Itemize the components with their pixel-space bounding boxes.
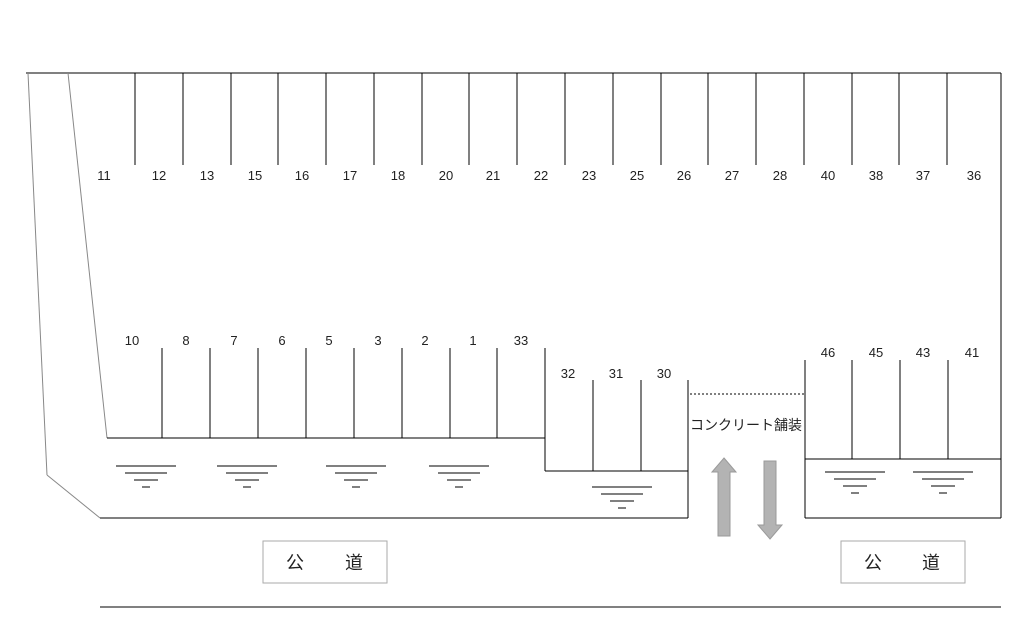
road-label-right: 公 道: [840, 540, 966, 584]
stall-number-middle: 32: [561, 366, 575, 381]
stall-number-top: 12: [152, 168, 166, 183]
road-label-left-char1: 公: [286, 553, 306, 574]
stall-number-bottom-left: 33: [514, 333, 528, 348]
drain-symbols: [116, 465, 973, 509]
stall-number-top: 21: [486, 168, 500, 183]
stall-number-top: 38: [869, 168, 883, 183]
paving-label: コンクリート舗装: [690, 418, 802, 434]
stall-number-top: 28: [773, 168, 787, 183]
stall-number-top: 20: [439, 168, 453, 183]
stall-number-top: 13: [200, 168, 214, 183]
stall-number-top: 40: [821, 168, 835, 183]
road-label-right-box: [840, 540, 966, 584]
road-label-left: 公 道: [262, 540, 388, 584]
stall-number-bottom-left: 3: [374, 333, 381, 348]
stall-number-top: 37: [916, 168, 930, 183]
stall-number-top: 15: [248, 168, 262, 183]
road-label-right-char2: 道: [922, 553, 942, 574]
left-inner-boundary: [67, 72, 108, 439]
stall-number-bottom-right: 46: [821, 345, 835, 360]
stall-number-top: 18: [391, 168, 405, 183]
stall-number-top: 23: [582, 168, 596, 183]
stall-number-middle: 31: [609, 366, 623, 381]
road-label-right-char1: 公: [864, 553, 884, 574]
stall-number-bottom-right: 41: [965, 345, 979, 360]
stall-number-bottom-left: 7: [230, 333, 237, 348]
arrow-up-icon: [710, 457, 738, 537]
stall-number-bottom-left: 5: [325, 333, 332, 348]
stall-number-bottom-right: 43: [916, 345, 930, 360]
stall-number-bottom-left: 1: [469, 333, 476, 348]
stall-number-bottom-right: 45: [869, 345, 883, 360]
stall-number-top: 25: [630, 168, 644, 183]
road-label-left-char2: 道: [345, 553, 365, 574]
stall-dividers: [134, 73, 949, 471]
stall-number-top: 22: [534, 168, 548, 183]
stall-number-bottom-left: 6: [278, 333, 285, 348]
road-label-left-box: [262, 540, 388, 584]
stall-number-top: 11: [97, 168, 111, 183]
left-outer-boundary: [27, 72, 48, 476]
stall-number-top: 26: [677, 168, 691, 183]
left-corner-diagonal: [46, 474, 101, 519]
stall-number-top: 17: [343, 168, 357, 183]
stall-number-bottom-left: 10: [125, 333, 139, 348]
stall-number-top: 36: [967, 168, 981, 183]
stall-number-bottom-left: 2: [421, 333, 428, 348]
stall-number-bottom-left: 8: [182, 333, 189, 348]
stall-number-middle: 30: [657, 366, 671, 381]
stall-number-top: 27: [725, 168, 739, 183]
entrance-arrows: [710, 457, 784, 540]
arrow-down-icon: [756, 460, 784, 540]
stall-number-top: 16: [295, 168, 309, 183]
lot-structure: [26, 72, 1002, 608]
